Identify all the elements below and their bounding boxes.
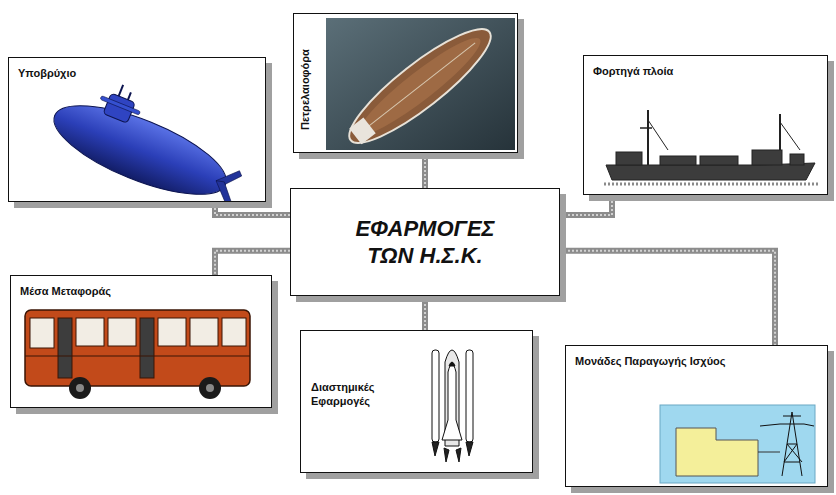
application-box: Μονάδες Παραγωγής Ισχύος	[565, 345, 828, 487]
connector	[425, 296, 426, 330]
connector	[560, 251, 775, 345]
connector-outer	[422, 296, 428, 330]
connector	[215, 202, 290, 215]
connector-outer	[422, 153, 428, 188]
application-box: Πετρελαιοφόρα	[293, 13, 518, 153]
connector	[560, 195, 612, 215]
application-box: Φορτηγά πλοία	[583, 55, 828, 195]
connector-inner	[424, 296, 426, 330]
connector-inner	[560, 251, 775, 345]
box-label: Υποβρύχιο	[18, 67, 76, 80]
diagram-title-text: ΕΦΑΡΜΟΓΕΣ ΤΩΝ Η.Σ.Κ.	[355, 215, 494, 270]
central-box: ΕΦΑΡΜΟΓΕΣ ΤΩΝ Η.Σ.Κ.	[290, 188, 560, 296]
connector-inner	[215, 202, 290, 215]
box-label: Διαστημικές Εφαρμογές	[311, 381, 406, 409]
box-label: Πετρελαιοφόρα	[299, 49, 311, 130]
connector-inner	[424, 153, 426, 188]
application-box: Διαστημικές Εφαρμογές	[300, 330, 533, 473]
power-plant-picture	[660, 405, 815, 483]
tanker-picture	[326, 14, 515, 157]
connector-inner	[560, 195, 612, 215]
cargo-ship-picture	[604, 110, 820, 184]
connector-outer	[215, 202, 290, 215]
box-label: Μονάδες Παραγωγής Ισχύος	[575, 355, 725, 368]
box-label: Φορτηγά πλοία	[593, 65, 673, 78]
box-label: Μέσα Μεταφοράς	[20, 285, 111, 298]
connector-inner	[215, 251, 290, 275]
submarine-picture	[43, 65, 256, 216]
space-shuttle-picture	[432, 350, 473, 462]
connector-outer	[560, 251, 775, 345]
connector-outer	[560, 195, 612, 215]
bus-picture	[25, 310, 250, 399]
connector	[215, 251, 290, 275]
connector-outer	[215, 251, 290, 275]
application-box: Υποβρύχιο	[8, 57, 266, 202]
connector	[425, 153, 426, 188]
application-box: Μέσα Μεταφοράς	[10, 275, 272, 408]
